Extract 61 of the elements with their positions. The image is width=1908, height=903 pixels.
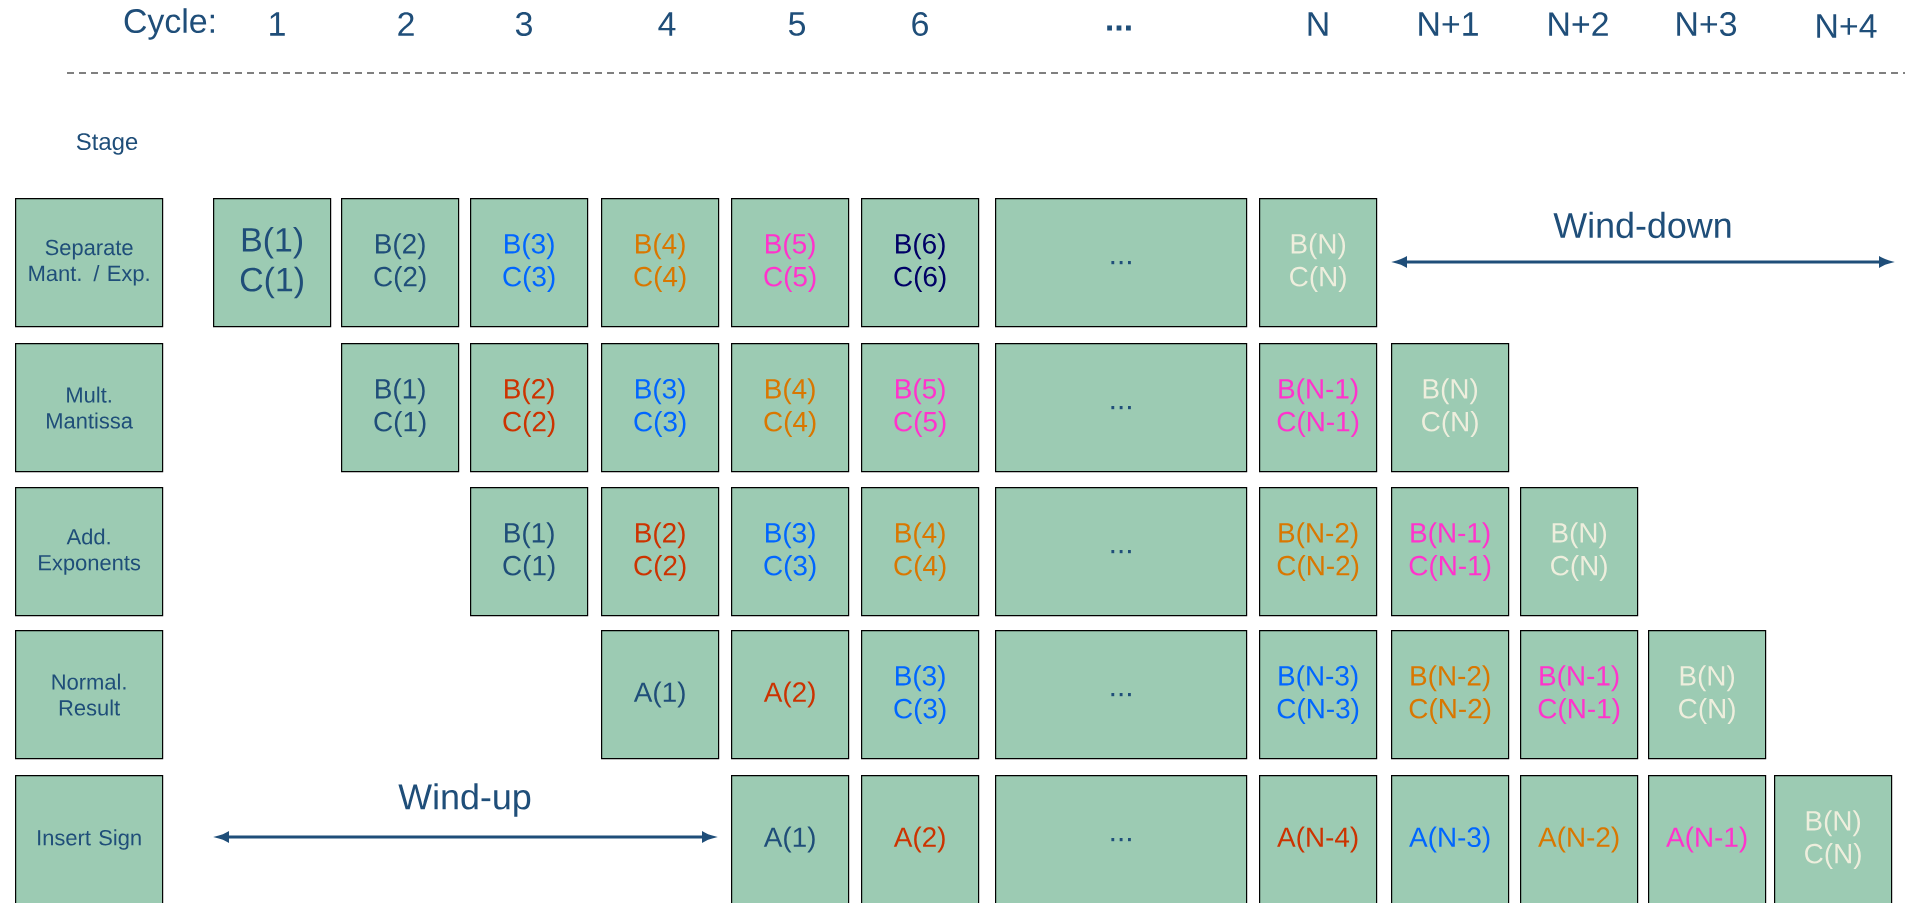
cycle-number: ...	[1107, 25, 1131, 31]
ellipsis-box: ...	[995, 630, 1248, 760]
pipeline-cell: A(N-2)	[1520, 775, 1639, 903]
pipeline-cell: B(2) C(2)	[341, 198, 460, 328]
ellipsis-box: ...	[995, 198, 1248, 328]
pipeline-cell: B(N) C(N)	[1391, 343, 1510, 473]
ellipsis-box: ...	[995, 775, 1248, 903]
cycle-number: N+3	[1677, 12, 1737, 36]
pipeline-cell: B(N-2) C(N-2)	[1391, 630, 1510, 760]
pipeline-cell: B(5) C(5)	[861, 343, 980, 473]
pipeline-cell: A(N-3)	[1391, 775, 1510, 903]
stage-box: Add. Exponents	[15, 487, 164, 617]
pipeline-cell: B(1) C(1)	[341, 343, 460, 473]
pipeline-cell: B(1) C(1)	[470, 487, 589, 617]
pipeline-cell: B(N) C(N)	[1520, 487, 1639, 617]
pipeline-cell: B(2) C(2)	[601, 487, 720, 617]
pipeline-cell: B(2) C(2)	[470, 343, 589, 473]
cycle-number: 2	[398, 12, 414, 36]
pipeline-cell: B(6) C(6)	[861, 198, 980, 328]
cycle-number: N+1	[1419, 12, 1478, 36]
pipeline-cell: B(4) C(4)	[731, 343, 850, 473]
stage-box: Mult. Mantissa	[15, 343, 164, 473]
pipeline-cell: B(1) C(1)	[213, 198, 332, 328]
pipeline-cell: B(N-3) C(N-3)	[1259, 630, 1378, 760]
pipeline-cell: A(2)	[731, 630, 850, 760]
ellipsis-box: ...	[995, 487, 1248, 617]
cycle-number: 5	[788, 12, 805, 36]
axis-label: Stage	[76, 133, 138, 155]
pipeline-cell: B(N-1) C(N-1)	[1259, 343, 1378, 473]
pipeline-cell: B(3) C(3)	[601, 343, 720, 473]
pipeline-cell: B(3) C(3)	[470, 198, 589, 328]
pipeline-cell: A(1)	[601, 630, 720, 760]
cycle-number: 6	[912, 12, 928, 36]
cycle-number: N+4	[1817, 14, 1877, 38]
ellipsis-box: ...	[995, 343, 1248, 473]
pipeline-cell: B(N-1) C(N-1)	[1520, 630, 1639, 760]
pipeline-cell: A(2)	[861, 775, 980, 903]
pipeline-cell: B(4) C(4)	[601, 198, 720, 328]
stage-box: Normal. Result	[15, 630, 164, 760]
pipeline-cell: B(N-2) C(N-2)	[1259, 487, 1378, 617]
pipeline-cell: A(N-1)	[1648, 775, 1767, 903]
pipeline-cell: B(4) C(4)	[861, 487, 980, 617]
span-label: Wind-down	[1553, 211, 1731, 239]
cycle-number: N+2	[1549, 12, 1608, 36]
pipeline-cell: B(N-1) C(N-1)	[1391, 487, 1510, 617]
cycle-number: 3	[515, 12, 532, 36]
pipeline-cell: B(3) C(3)	[861, 630, 980, 760]
pipeline-cell: B(N) C(N)	[1259, 198, 1378, 328]
cycle-number: 4	[658, 12, 676, 36]
pipeline-cell: B(5) C(5)	[731, 198, 850, 328]
stage-box: Separate Mant. / Exp.	[15, 198, 164, 328]
cycle-number: N	[1308, 12, 1328, 36]
pipeline-cell: A(N-4)	[1259, 775, 1378, 903]
span-label: Wind-up	[398, 783, 531, 817]
pipeline-cell: B(3) C(3)	[731, 487, 850, 617]
pipeline-cell: A(1)	[731, 775, 850, 903]
pipeline-cell: B(N) C(N)	[1648, 630, 1767, 760]
axis-label: Cycle:	[124, 8, 214, 40]
stage-box: Insert Sign	[15, 775, 164, 903]
pipeline-cell: B(N) C(N)	[1774, 775, 1893, 903]
cycle-number: 1	[270, 12, 285, 36]
